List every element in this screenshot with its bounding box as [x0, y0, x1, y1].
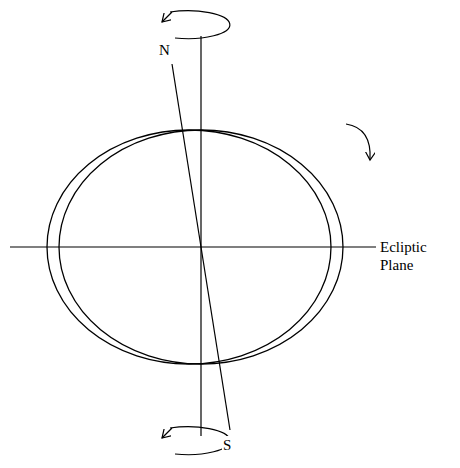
ecliptic-line: [10, 246, 376, 247]
rotation-arrow-top: [170, 11, 230, 39]
vertical-axis: [200, 36, 201, 436]
precession-arrow: [346, 124, 370, 160]
pole-label: S: [222, 436, 232, 454]
plane-label: Ecliptic Plane: [379, 238, 443, 274]
tilted-axis: [172, 64, 230, 430]
rotation-arrowhead-top: [162, 12, 172, 22]
rotation-arrow-bottom: [170, 427, 230, 455]
earth-outline: [47, 130, 331, 364]
pole-label: N: [158, 41, 171, 59]
rotation-arrowhead-bottom: [162, 428, 172, 438]
